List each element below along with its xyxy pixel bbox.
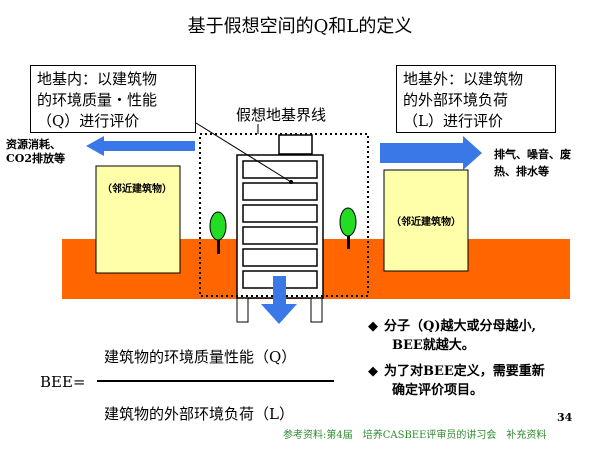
- neighbor-label-right: （邻近建筑物）: [391, 217, 461, 228]
- building-leg-left: [236, 296, 249, 323]
- callout-left-line: （Q）进行评价: [37, 112, 140, 130]
- diamond-bullet-icon: ◆: [368, 364, 378, 379]
- right-arrow-icon: [380, 136, 482, 170]
- building-floor: [242, 204, 318, 223]
- neighbor-building-right: [383, 169, 469, 272]
- output-line: 热、排水等: [494, 165, 549, 178]
- input-line: CO2排放等: [6, 152, 65, 165]
- bullet-text: 分子（Q)越大或分母越小,: [384, 319, 537, 334]
- callout-left: 地基内：以建筑物 的环境质量・性能 （Q）进行评价: [30, 65, 196, 133]
- page-number: 34: [557, 411, 573, 424]
- diamond-bullet-icon: ◆: [368, 319, 378, 334]
- bullet-text: 确定评价项目。: [392, 383, 484, 398]
- callout-right-line: 地基外：以建筑物: [403, 70, 524, 88]
- footer-reference: 参考资料:第4届 培养CASBEE评审员的讲习会 补充资料: [283, 430, 547, 441]
- callout-pointer-dot: [289, 180, 293, 184]
- callout-left-line: 的环境质量・性能: [37, 91, 158, 109]
- tree-left-icon: [209, 211, 227, 241]
- formula-denominator: 建筑物的外部环境负荷（L）: [104, 405, 294, 423]
- callout-right-line: （L）进行评价: [403, 112, 503, 130]
- callout-pointer: [195, 122, 292, 183]
- neighbor-building-left: [95, 165, 181, 274]
- formula-lhs: BEE=: [40, 373, 86, 391]
- bullet-item: ◆ 分子（Q)越大或分母越小, BEE就越大。: [368, 317, 596, 355]
- boundary-label: 假想地基界线: [236, 106, 327, 124]
- building-leg-right: [310, 296, 323, 323]
- building-floor: [242, 248, 318, 267]
- building-floor: [242, 226, 318, 245]
- callout-right: 地基外：以建筑物 的外部环境负荷 （L）进行评价: [396, 65, 556, 133]
- output-emissions-label: 排气、噪音、废 热、排水等: [494, 146, 571, 180]
- page-title: 基于假想空间的Q和L的定义: [187, 16, 413, 37]
- tree-trunk-right: [347, 233, 350, 249]
- building-floor: [242, 160, 318, 179]
- bullet-item: ◆ 为了对BEE定义，需要重新 确定评价项目。: [368, 362, 596, 400]
- output-line: 排气、噪音、废: [494, 148, 571, 161]
- bullet-text: 为了对BEE定义，需要重新: [384, 364, 545, 379]
- building-floor: [242, 182, 318, 201]
- input-line: 资源消耗、: [6, 138, 61, 151]
- building-roof-unit: [278, 134, 313, 155]
- bullet-text: BEE就越大。: [392, 338, 475, 353]
- tree-right-icon: [339, 207, 357, 237]
- neighbor-label-left: （邻近建筑物）: [102, 184, 172, 195]
- left-arrow-icon: [86, 136, 195, 156]
- callout-right-line: 的外部环境负荷: [403, 91, 509, 109]
- formula-numerator: 建筑物的环境质量性能（Q）: [104, 348, 297, 366]
- input-resources-label: 资源消耗、 CO2排放等: [6, 138, 65, 166]
- callout-left-line: 地基内：以建筑物: [37, 70, 158, 88]
- down-arrow-icon: [261, 276, 297, 324]
- tree-trunk-left: [217, 238, 220, 254]
